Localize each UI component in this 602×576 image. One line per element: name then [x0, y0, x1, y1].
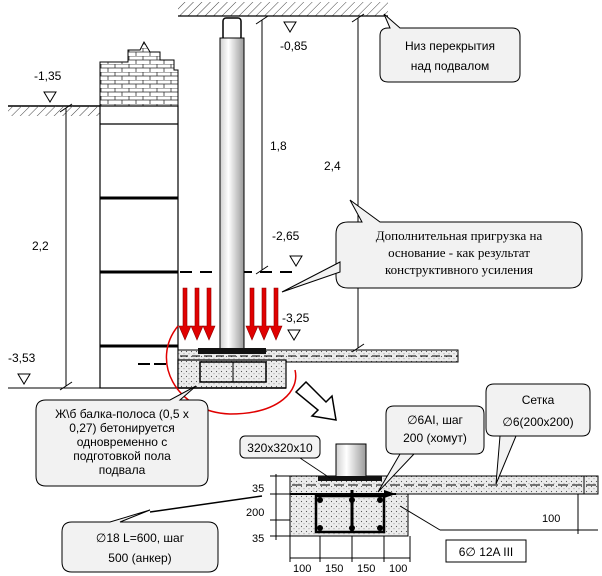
level-mark-basement: -3,53: [8, 351, 100, 389]
detail-bottom-dims: 100 150 150 100: [289, 536, 411, 575]
strip-beam: [177, 359, 287, 389]
highlight-circle: [165, 325, 297, 415]
svg-text:100: 100: [293, 563, 311, 575]
svg-text:2,2: 2,2: [32, 239, 49, 253]
level-mark-ceiling: -0,85: [280, 21, 308, 53]
svg-text:основание - как результат: основание - как результат: [388, 245, 530, 260]
svg-text:∅6(200x200): ∅6(200x200): [502, 415, 573, 429]
callout-stirrup: ∅6AI, шаг 200 (хомут): [377, 405, 485, 493]
svg-text:35: 35: [252, 483, 264, 495]
brick-wall-top: [99, 40, 179, 107]
svg-text:подготовкой пола: подготовкой пола: [73, 449, 171, 463]
svg-text:200: 200: [246, 507, 264, 519]
svg-text:∅18 L=600, шаг: ∅18 L=600, шаг: [96, 531, 185, 545]
svg-text:одновременно с: одновременно с: [77, 435, 168, 449]
svg-text:-2,65: -2,65: [272, 229, 300, 243]
ground-surface: [8, 105, 100, 116]
svg-text:Низ перекрытия: Низ перекрытия: [405, 39, 495, 53]
callout-beam-strip: Ж\б балка-полоса (0,5 х 0,27) бетонирует…: [35, 385, 209, 487]
dim-wall-height: 2,2: [32, 103, 73, 391]
basement-wall: [99, 105, 179, 389]
svg-text:100: 100: [389, 563, 407, 575]
steel-column: [198, 17, 266, 354]
svg-text:6∅ 12A III: 6∅ 12A III: [459, 545, 514, 559]
svg-text:150: 150: [357, 563, 375, 575]
detail-beam-section: [289, 490, 409, 537]
callout-additional-load: Дополнительная пригрузка на основание - …: [281, 199, 583, 293]
detail-pointer-arrow: [294, 380, 337, 421]
anchor-leader: [149, 495, 263, 513]
svg-text:конструктивного усиления: конструктивного усиления: [385, 262, 533, 277]
svg-text:-3,53: -3,53: [8, 351, 36, 365]
detail-column-plate: [290, 443, 396, 498]
svg-text:∅6AI, шаг: ∅6AI, шаг: [407, 413, 463, 427]
svg-text:100: 100: [542, 513, 560, 525]
callout-mesh: Сетка ∅6(200x200): [485, 383, 591, 485]
detail-right-dim: 100: [399, 494, 598, 534]
level-mark-325: -3,25: [282, 311, 310, 341]
callout-anchor: ∅18 L=600, шаг 500 (анкер): [61, 509, 219, 573]
dim-total-height: 2,4: [324, 13, 365, 353]
svg-text:500 (анкер): 500 (анкер): [108, 551, 171, 565]
svg-text:320x320x10: 320x320x10: [247, 441, 313, 455]
svg-text:2,4: 2,4: [324, 159, 341, 173]
plate-label: 320x320x10: [239, 435, 331, 479]
detail-left-dims: 35 200 35: [246, 474, 290, 545]
svg-text:200 (хомут): 200 (хомут): [403, 431, 467, 445]
level-mark-265: -2,65: [272, 229, 303, 267]
load-arrows: [178, 287, 283, 341]
rebar-label: 6∅ 12A III: [445, 539, 527, 563]
level-mark-ground: -1,35: [34, 69, 62, 103]
svg-text:над подвалом: над подвалом: [411, 59, 490, 73]
svg-text:1,8: 1,8: [270, 139, 287, 153]
svg-text:-1,35: -1,35: [34, 69, 62, 83]
svg-text:-3,25: -3,25: [282, 311, 310, 325]
svg-text:Ж\б балка-полоса (0,5 х: Ж\б балка-полоса (0,5 х: [55, 407, 189, 421]
svg-text:0,27) бетонируется: 0,27) бетонируется: [69, 421, 175, 435]
svg-text:Дополнительная пригрузка на: Дополнительная пригрузка на: [376, 228, 543, 243]
svg-text:подвала: подвала: [99, 463, 146, 477]
svg-text:-0,85: -0,85: [280, 39, 308, 53]
callout-ceiling-bottom: Низ перекрытия над подвалом: [379, 13, 521, 83]
ceiling-slab: [178, 2, 388, 17]
svg-text:35: 35: [252, 533, 264, 545]
svg-text:Сетка: Сетка: [522, 393, 555, 407]
dim-column-height: 1,8: [255, 15, 287, 275]
svg-text:150: 150: [325, 563, 343, 575]
